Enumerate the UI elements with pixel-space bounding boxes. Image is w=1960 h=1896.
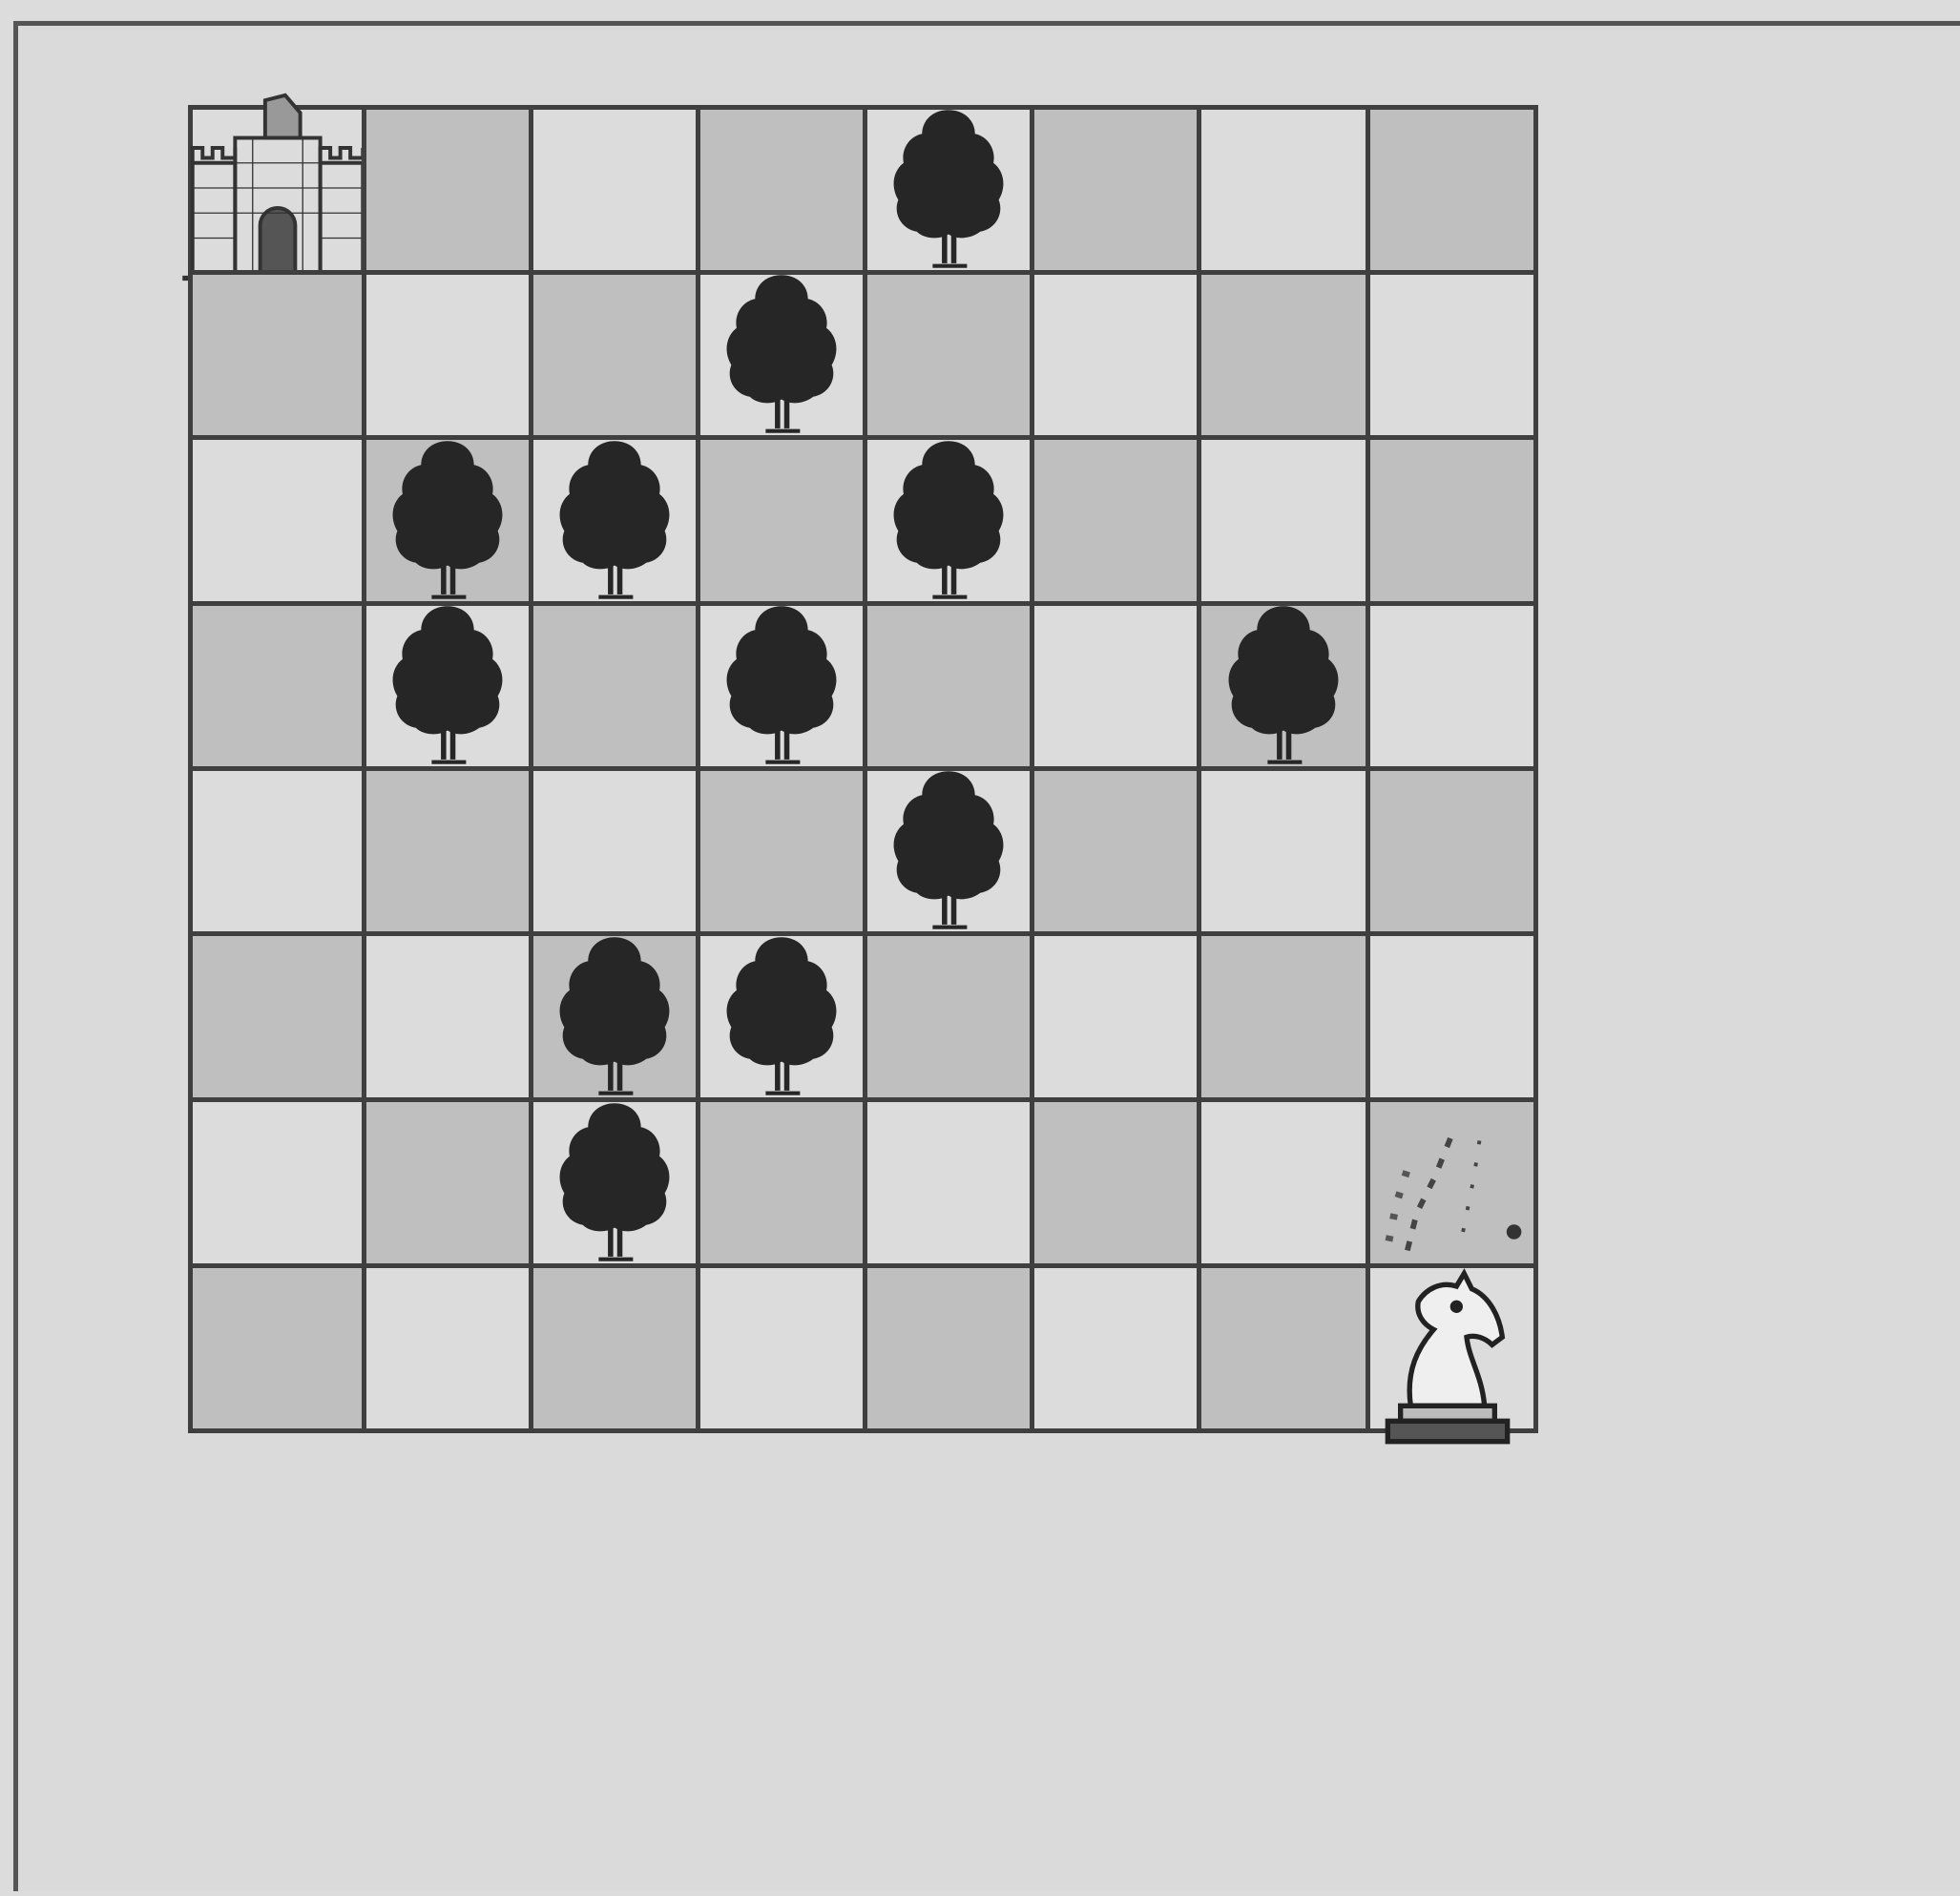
board-square[interactable]: [529, 1263, 700, 1433]
board-square[interactable]: [696, 931, 867, 1102]
board-square[interactable]: [1366, 1097, 1538, 1268]
board-square[interactable]: [1197, 1097, 1370, 1268]
board-square[interactable]: [362, 105, 533, 275]
board-square[interactable]: [1197, 105, 1370, 275]
board-square[interactable]: [1030, 601, 1201, 771]
board-square[interactable]: [696, 766, 867, 936]
board-square[interactable]: [362, 1263, 533, 1433]
board-square[interactable]: [863, 270, 1034, 440]
board-square[interactable]: [529, 931, 700, 1102]
board-square[interactable]: [1197, 270, 1370, 440]
board-square[interactable]: [1366, 270, 1538, 440]
board-square[interactable]: [1366, 105, 1538, 275]
board-square[interactable]: [1030, 435, 1201, 606]
board-square[interactable]: [696, 601, 867, 771]
board-square[interactable]: [1030, 105, 1201, 275]
board-square[interactable]: [188, 766, 366, 936]
board-square[interactable]: [696, 435, 867, 606]
board-square[interactable]: [696, 1263, 867, 1433]
board-square[interactable]: [1366, 1263, 1538, 1433]
board-square[interactable]: [529, 435, 700, 606]
knight-icon[interactable]: [1367, 1263, 1520, 1458]
board-square[interactable]: [863, 931, 1034, 1102]
board-square[interactable]: [863, 766, 1034, 936]
board-square[interactable]: [1366, 435, 1538, 606]
board-square[interactable]: [188, 1263, 366, 1433]
board-square[interactable]: [863, 1097, 1034, 1268]
tree-icon: [882, 763, 1015, 939]
board-square[interactable]: [188, 931, 366, 1102]
board-square[interactable]: [863, 1263, 1034, 1433]
board-square[interactable]: [362, 601, 533, 771]
castle-icon: [177, 88, 378, 292]
board-square[interactable]: [529, 601, 700, 771]
board-square[interactable]: [1030, 931, 1201, 1102]
board-square[interactable]: [1366, 601, 1538, 771]
board-square[interactable]: [362, 931, 533, 1102]
board-square[interactable]: [362, 270, 533, 440]
board-square[interactable]: [696, 1097, 867, 1268]
board-square[interactable]: [1030, 766, 1201, 936]
tree-icon: [715, 267, 848, 443]
board-square[interactable]: [529, 766, 700, 936]
board-square[interactable]: [1030, 1263, 1201, 1433]
tree-icon: [1217, 598, 1350, 774]
board-square[interactable]: [1030, 1097, 1201, 1268]
board-square[interactable]: [1030, 270, 1201, 440]
board-square[interactable]: [188, 601, 366, 771]
board-square[interactable]: [1197, 766, 1370, 936]
board-square[interactable]: [696, 270, 867, 440]
tree-icon: [381, 433, 514, 609]
tree-icon: [882, 102, 1015, 278]
board-square[interactable]: [188, 270, 366, 440]
board-square[interactable]: [863, 601, 1034, 771]
tree-icon: [548, 929, 681, 1105]
board-square[interactable]: [529, 1097, 700, 1268]
board-square[interactable]: [863, 105, 1034, 275]
board-square[interactable]: [1197, 1263, 1370, 1433]
tree-icon: [548, 433, 681, 609]
board-square[interactable]: [696, 105, 867, 275]
board-square[interactable]: [1197, 435, 1370, 606]
board-square[interactable]: [188, 1097, 366, 1268]
board-square[interactable]: [1197, 601, 1370, 771]
board-square[interactable]: [1197, 931, 1370, 1102]
board-square[interactable]: [188, 105, 366, 275]
board-square[interactable]: [1366, 931, 1538, 1102]
board-square[interactable]: [529, 105, 700, 275]
tree-icon: [381, 598, 514, 774]
game-board: [188, 105, 1960, 1896]
puzzle-frame: [13, 21, 1960, 1891]
board-square[interactable]: [863, 435, 1034, 606]
board-square[interactable]: [1366, 766, 1538, 936]
board-square[interactable]: [362, 766, 533, 936]
tree-icon: [715, 598, 848, 774]
board-square[interactable]: [362, 435, 533, 606]
board-square[interactable]: [188, 435, 366, 606]
tree-icon: [715, 929, 848, 1105]
tree-icon: [548, 1095, 681, 1271]
tree-icon: [882, 433, 1015, 609]
board-square[interactable]: [529, 270, 700, 440]
board-square[interactable]: [362, 1097, 533, 1268]
